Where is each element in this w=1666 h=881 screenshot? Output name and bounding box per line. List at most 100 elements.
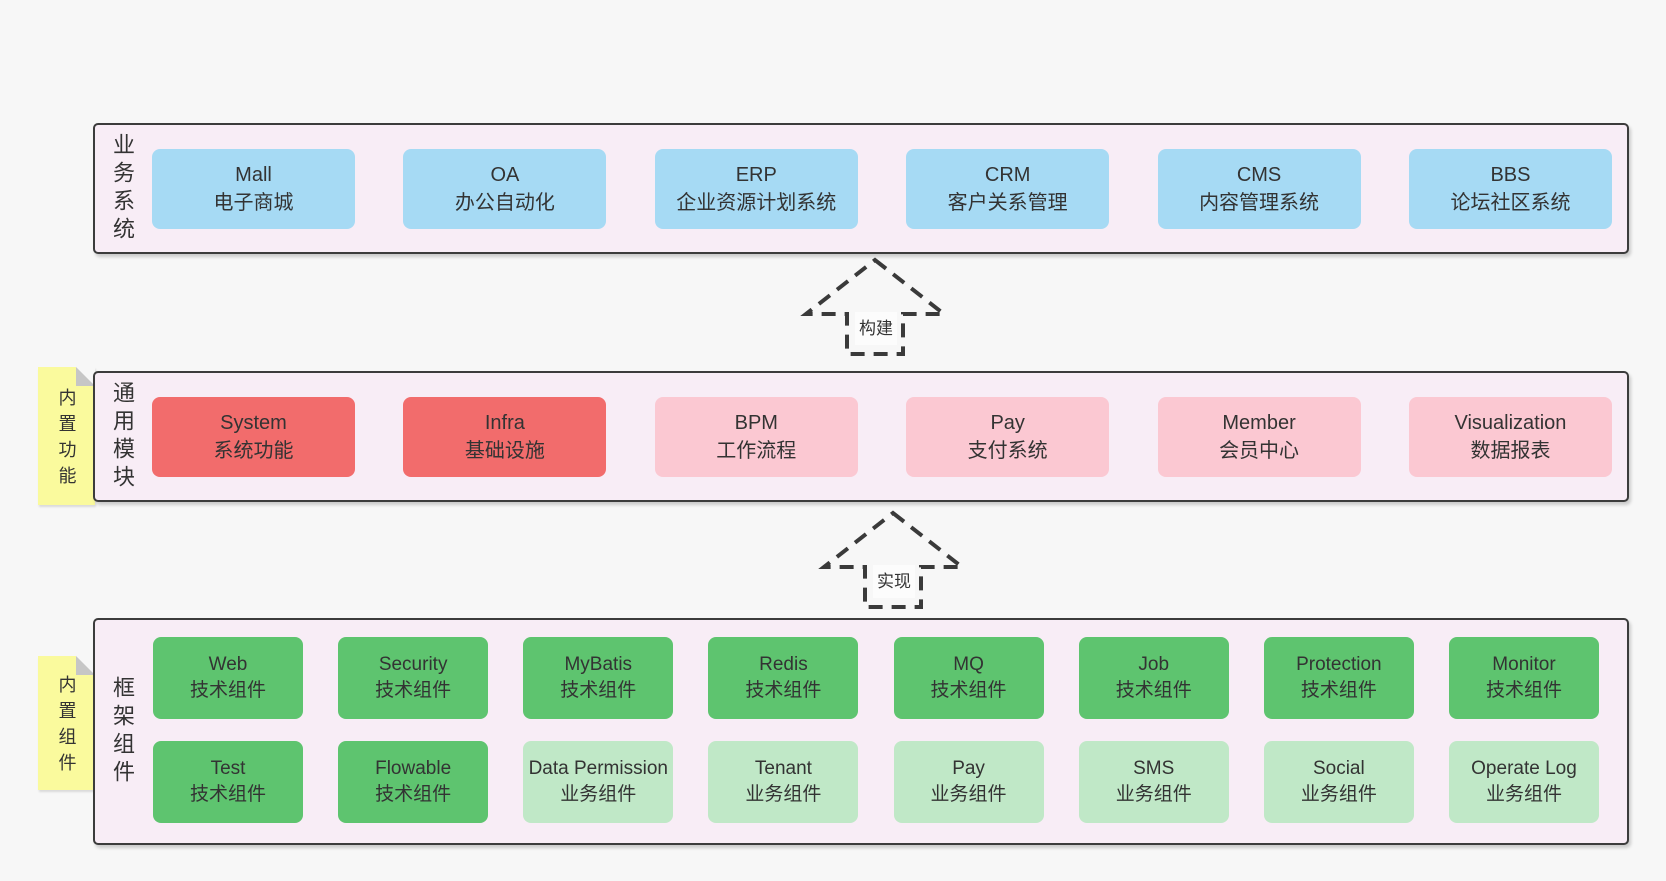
box-name: Pay: [990, 411, 1025, 434]
box-desc: 业务组件: [930, 784, 1007, 805]
box-desc: 业务组件: [560, 784, 637, 805]
sticky-note-label: 内置功能: [56, 388, 77, 492]
box-mall: Mall 电子商城: [152, 148, 355, 229]
box-web: Web 技术组件: [153, 637, 303, 719]
framework-components-grid: Web 技术组件 Security 技术组件 MyBatis 技术组件 Redi…: [153, 637, 1599, 823]
box-desc: 系统功能: [213, 439, 294, 462]
box-pay: Pay 支付系统: [906, 396, 1110, 477]
box-crm: CRM 客户关系管理: [906, 148, 1110, 229]
box-member: Member 会员中心: [1157, 396, 1361, 477]
box-desc: 技术组件: [1300, 680, 1377, 701]
box-name: Data Permission: [528, 758, 668, 779]
box-test: Test 技术组件: [153, 741, 303, 823]
box-name: CRM: [984, 163, 1031, 186]
box-desc: 技术组件: [375, 784, 452, 805]
box-name: Mall: [235, 163, 272, 186]
sticky-note-builtin-features: 内置功能: [38, 367, 95, 505]
box-bbs: BBS 论坛社区系统: [1408, 148, 1612, 229]
layer-label-business-systems: 业务系统: [110, 132, 135, 245]
box-desc: 数据报表: [1470, 439, 1551, 462]
box-name: OA: [490, 163, 520, 186]
layer-business-systems: 业务系统 Mall 电子商城 OA 办公自动化 ERP 企业资源计划系统 CRM…: [93, 123, 1629, 254]
box-name: Social: [1312, 758, 1365, 779]
box-data-permission: Data Permission 业务组件: [523, 741, 674, 823]
box-mybatis: MyBatis 技术组件: [523, 637, 674, 719]
box-desc: 基础设施: [464, 439, 545, 462]
box-desc: 企业资源计划系统: [676, 191, 837, 214]
layer-label-common-modules: 通用模块: [110, 380, 135, 493]
box-name: Operate Log: [1471, 758, 1577, 779]
box-monitor: Monitor 技术组件: [1448, 637, 1599, 719]
box-desc: 电子商城: [213, 191, 294, 214]
box-pay-component: Pay 业务组件: [893, 741, 1044, 823]
box-desc: 技术组件: [375, 680, 452, 701]
framework-components-row-2: Test 技术组件 Flowable 技术组件 Data Permission …: [153, 741, 1599, 823]
box-desc: 业务组件: [1115, 784, 1192, 805]
box-name: Monitor: [1492, 654, 1556, 675]
sticky-note-label: 内置组件: [56, 675, 77, 779]
box-name: Job: [1138, 654, 1170, 675]
box-infra: Infra 基础设施: [403, 396, 607, 477]
box-name: Test: [210, 758, 246, 779]
box-desc: 论坛社区系统: [1450, 191, 1571, 214]
box-name: Pay: [952, 758, 985, 779]
box-desc: 内容管理系统: [1199, 191, 1320, 214]
box-desc: 技术组件: [189, 784, 266, 805]
box-desc: 支付系统: [967, 439, 1048, 462]
box-tenant: Tenant 业务组件: [708, 741, 859, 823]
layer-label-framework-components: 框架组件: [110, 675, 135, 788]
layer-framework-components: 框架组件 Web 技术组件 Security 技术组件 MyBatis 技术组件…: [93, 618, 1629, 845]
business-systems-row: Mall 电子商城 OA 办公自动化 ERP 企业资源计划系统 CRM 客户关系…: [152, 148, 1612, 229]
box-name: SMS: [1133, 758, 1175, 779]
box-system: System 系统功能: [152, 396, 355, 477]
arrow-implement-label: 实现: [873, 565, 915, 598]
box-name: Flowable: [375, 758, 452, 779]
box-name: MyBatis: [564, 654, 633, 675]
common-modules-row: System 系统功能 Infra 基础设施 BPM 工作流程 Pay 支付系统…: [152, 396, 1612, 477]
box-desc: 技术组件: [745, 680, 822, 701]
box-name: Web: [208, 654, 248, 675]
box-desc: 技术组件: [560, 680, 637, 701]
box-name: Redis: [759, 654, 808, 675]
box-mq: MQ 技术组件: [893, 637, 1044, 719]
box-erp: ERP 企业资源计划系统: [654, 148, 858, 229]
up-arrow-build-icon: [800, 257, 950, 356]
box-desc: 业务组件: [745, 784, 822, 805]
box-desc: 工作流程: [716, 439, 797, 462]
box-name: BPM: [734, 411, 778, 434]
box-desc: 技术组件: [930, 680, 1007, 701]
box-name: CMS: [1236, 163, 1282, 186]
box-desc: 技术组件: [1485, 680, 1562, 701]
box-name: Protection: [1296, 654, 1382, 675]
layer-common-modules: 通用模块 System 系统功能 Infra 基础设施 BPM 工作流程 Pay…: [93, 371, 1629, 502]
arrow-build-label: 构建: [855, 312, 897, 345]
box-name: Infra: [484, 411, 525, 434]
box-visualization: Visualization 数据报表: [1408, 396, 1612, 477]
box-desc: 技术组件: [189, 680, 266, 701]
box-desc: 业务组件: [1485, 784, 1562, 805]
box-desc: 会员中心: [1219, 439, 1300, 462]
box-name: BBS: [1490, 163, 1531, 186]
box-desc: 业务组件: [1300, 784, 1377, 805]
box-name: System: [220, 411, 287, 434]
box-desc: 办公自动化: [454, 191, 555, 214]
box-name: Tenant: [754, 758, 812, 779]
box-operate-log: Operate Log 业务组件: [1448, 741, 1599, 823]
box-name: ERP: [735, 163, 777, 186]
box-sms: SMS 业务组件: [1078, 741, 1229, 823]
box-bpm: BPM 工作流程: [654, 396, 858, 477]
box-cms: CMS 内容管理系统: [1157, 148, 1361, 229]
framework-components-row-1: Web 技术组件 Security 技术组件 MyBatis 技术组件 Redi…: [153, 637, 1599, 719]
box-security: Security 技术组件: [338, 637, 489, 719]
box-name: Security: [378, 654, 448, 675]
box-redis: Redis 技术组件: [708, 637, 859, 719]
box-name: Visualization: [1454, 411, 1567, 434]
box-desc: 技术组件: [1115, 680, 1192, 701]
box-oa: OA 办公自动化: [403, 148, 607, 229]
box-protection: Protection 技术组件: [1263, 637, 1414, 719]
box-name: Member: [1222, 411, 1296, 434]
box-desc: 客户关系管理: [947, 191, 1068, 214]
box-name: MQ: [953, 654, 984, 675]
box-job: Job 技术组件: [1078, 637, 1229, 719]
